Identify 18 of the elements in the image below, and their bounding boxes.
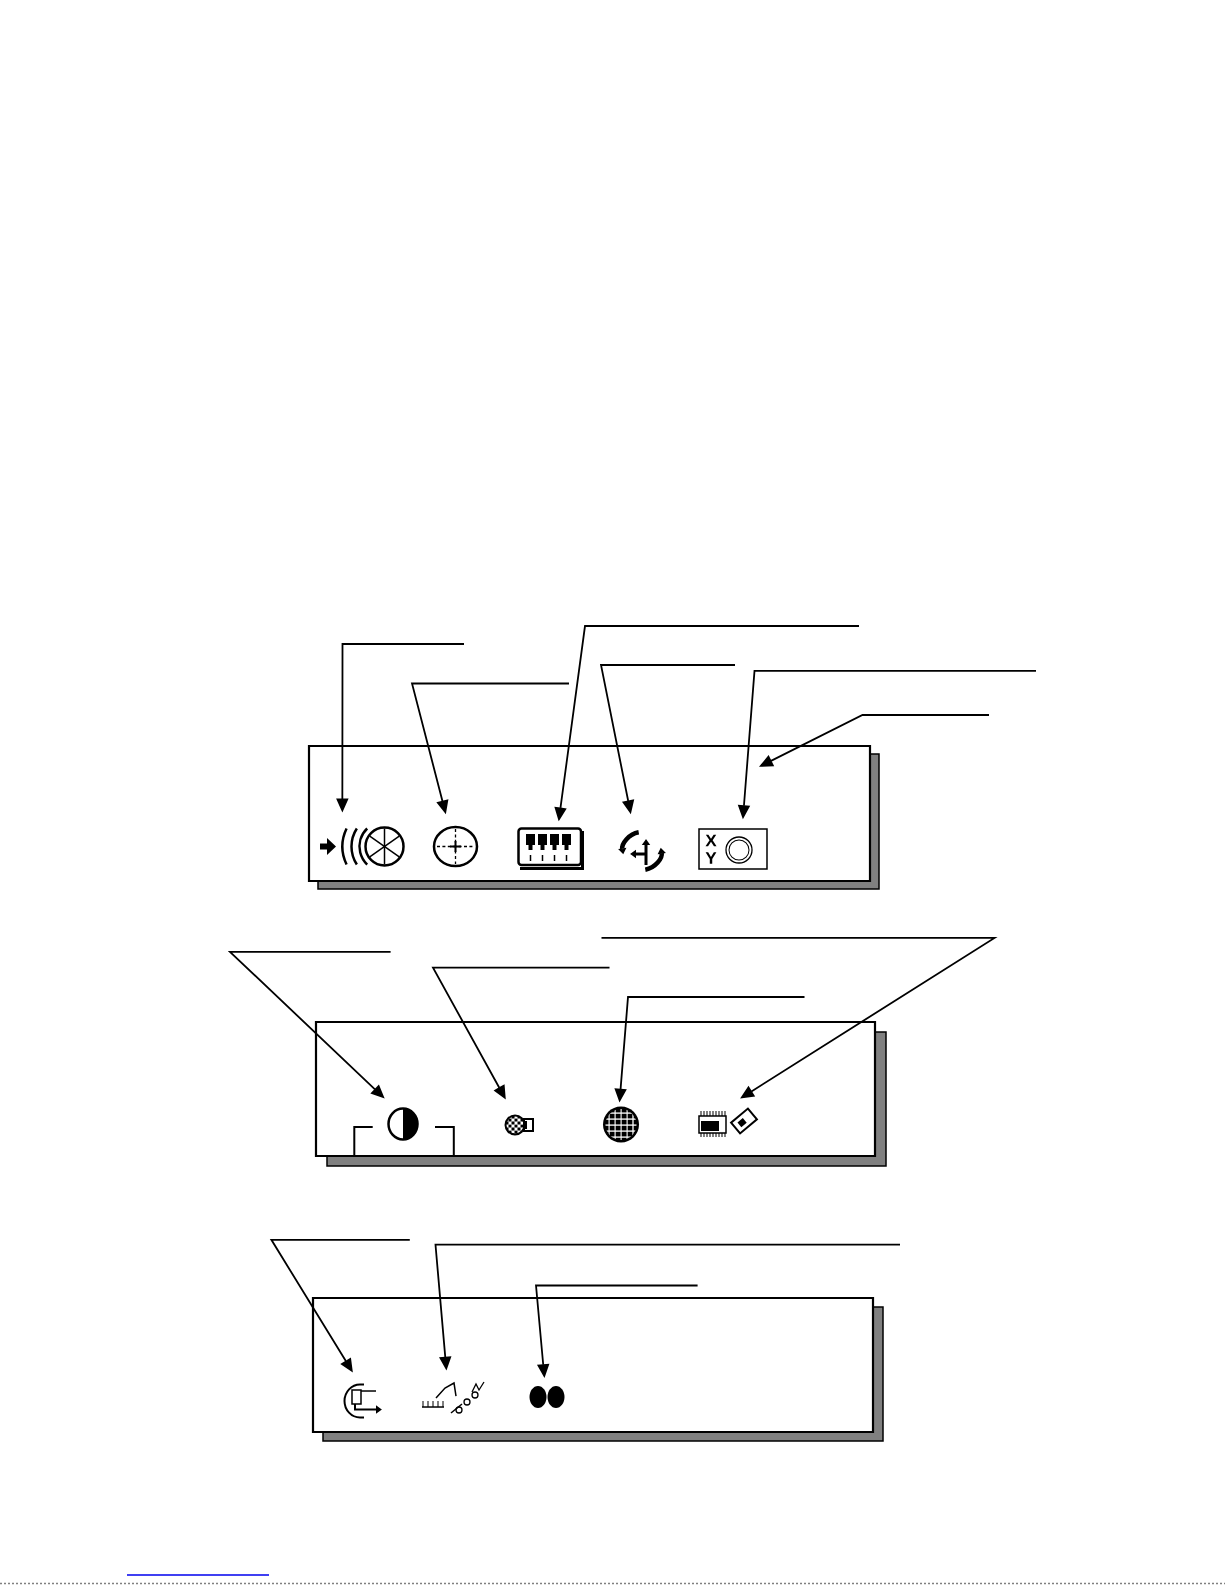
chip-card-icon (698, 1107, 759, 1138)
lcd-panel (314, 1020, 887, 1167)
rotate-arrows-icon (618, 830, 666, 872)
ruler-rpm-icon (421, 1381, 485, 1414)
wheel-signal-icon (320, 826, 405, 867)
xy-box (698, 828, 768, 870)
axis-letter: X (705, 834, 717, 847)
keypad-icon (517, 827, 584, 870)
globe-icon (603, 1106, 639, 1143)
contrast-icon (387, 1107, 419, 1141)
two-dots-icon (529, 1386, 565, 1408)
lcd-panel (307, 744, 880, 890)
crosshair-icon (432, 825, 479, 868)
checkered-bulb-icon (504, 1114, 534, 1136)
lcd-panel (311, 1296, 884, 1442)
leader-line (600, 937, 998, 1099)
half-dial-arrow-icon (343, 1383, 382, 1419)
axis-letter: Y (705, 852, 717, 864)
